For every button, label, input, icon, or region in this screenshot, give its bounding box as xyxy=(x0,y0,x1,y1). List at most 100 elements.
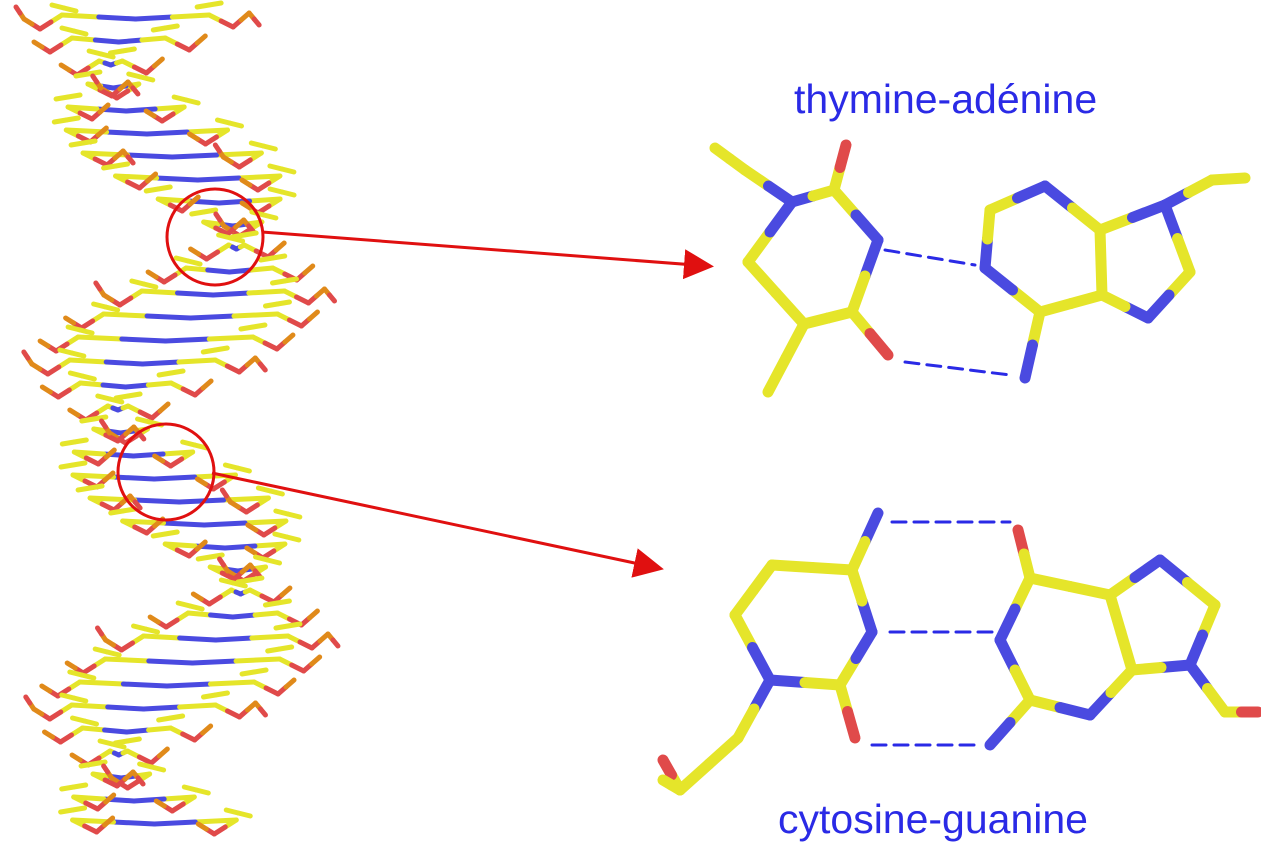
base-pair-rung xyxy=(188,313,237,321)
base-pair-rung xyxy=(216,198,253,206)
backbone-bond xyxy=(157,401,171,414)
phosphate-bond xyxy=(101,763,111,775)
bond xyxy=(742,226,776,268)
base-pair-rung xyxy=(133,14,175,22)
base-pair-rung xyxy=(100,382,129,390)
bond xyxy=(1223,172,1251,185)
base-pair-rung xyxy=(175,290,216,298)
base-pair-rung xyxy=(69,702,111,710)
base-pair-rung xyxy=(222,543,258,551)
dna-helix-model xyxy=(13,0,341,837)
sugar-ring-bond xyxy=(234,465,252,474)
phosphate-bond xyxy=(257,361,268,373)
backbone-bond xyxy=(147,614,161,625)
bond xyxy=(864,328,894,361)
sugar-ring-bond xyxy=(155,184,173,192)
base-pair-rung xyxy=(124,727,152,735)
base-pair-rung xyxy=(189,658,239,666)
phosphate-bond xyxy=(135,775,146,787)
sugar-ring-bond xyxy=(77,327,95,336)
base-pair-rung xyxy=(104,129,150,137)
sugar-ring-bond xyxy=(207,552,225,560)
sugar-ring-bond xyxy=(71,782,89,790)
sugar-ring-bond xyxy=(69,350,87,359)
base-pair-rung xyxy=(207,612,236,620)
hydrogen-bond xyxy=(903,360,1012,377)
backbone-bond xyxy=(58,62,72,73)
base-pair-rung xyxy=(59,12,102,20)
bond xyxy=(703,732,744,770)
base-pair-rung xyxy=(185,610,213,618)
callout-arrow-cg xyxy=(211,471,664,578)
backbone-bond xyxy=(244,545,258,556)
bond xyxy=(1007,284,1046,318)
base-pair-rung xyxy=(146,658,195,666)
base-pair-rung xyxy=(161,520,207,528)
base-pair-rung xyxy=(96,14,139,22)
sugar-ring-bond xyxy=(285,511,303,520)
sugar-ring-bond xyxy=(183,97,201,106)
phosphate-bond xyxy=(213,211,223,223)
base-pair-rung xyxy=(103,359,146,367)
base-pair-rung xyxy=(163,336,212,344)
backbone-bond xyxy=(143,108,157,119)
phosphate-bond xyxy=(93,280,103,292)
base-pair-rung xyxy=(105,704,147,712)
bond xyxy=(747,642,776,686)
backbone-bond xyxy=(145,269,159,280)
sugar-ring-bond xyxy=(284,534,302,543)
base-pair-rung xyxy=(141,633,183,641)
backbone-bond xyxy=(190,591,204,602)
backbone-bond xyxy=(97,102,111,115)
backbone-bond xyxy=(102,815,116,828)
base-pair-rung xyxy=(248,265,276,273)
backbone-bond xyxy=(145,171,159,184)
phosphate-bond xyxy=(99,418,109,430)
backbone-bond xyxy=(102,470,116,483)
backbone-bond xyxy=(194,476,208,487)
backbone-bond xyxy=(239,200,253,211)
base-pair-rung xyxy=(192,817,239,825)
base-pair-rung xyxy=(206,334,256,342)
base-pair-rung xyxy=(77,679,126,687)
sugar-ring-bond xyxy=(267,488,285,497)
base-pair-rung xyxy=(242,518,289,526)
bond xyxy=(764,674,811,688)
phosphate-bond xyxy=(246,223,257,235)
sugar-ring-bond xyxy=(119,46,137,54)
base-pair-rung xyxy=(120,681,170,689)
base-pair-rung xyxy=(144,129,190,137)
bond xyxy=(780,318,810,364)
sugar-ring-bond xyxy=(82,718,100,727)
backbone-bond xyxy=(306,309,320,322)
bond xyxy=(674,758,715,796)
sugar-ring-bond xyxy=(162,23,180,31)
bond xyxy=(846,564,868,607)
sugar-ring-bond xyxy=(241,230,259,238)
bond xyxy=(806,562,858,576)
sugar-ring-bond xyxy=(104,649,122,658)
phosphate-bond xyxy=(257,706,268,718)
bond xyxy=(842,706,861,744)
base-pair-rung xyxy=(131,796,167,804)
sugar-ring-bond xyxy=(80,138,98,146)
backbone-bond xyxy=(195,821,209,832)
sugar-ring-bond xyxy=(279,189,297,198)
bond xyxy=(1182,577,1221,611)
base-pair-rung xyxy=(111,474,157,482)
phosphate-bond xyxy=(90,73,100,85)
bond xyxy=(1126,662,1167,676)
base-pair-rung xyxy=(164,681,213,689)
bond xyxy=(979,262,1018,296)
sugar-ring-bond xyxy=(226,120,244,129)
bond xyxy=(828,184,862,221)
bond xyxy=(770,287,810,330)
sugar-ring-bond xyxy=(185,258,203,267)
base-pair-rung xyxy=(111,819,157,827)
phosphate-bond xyxy=(130,85,141,97)
sugar-ring-bond xyxy=(285,621,303,629)
base-pair-rung xyxy=(102,656,152,664)
backbone-bond xyxy=(187,194,201,207)
base-pair-rung xyxy=(183,265,211,273)
base-pair-rung xyxy=(169,152,220,160)
